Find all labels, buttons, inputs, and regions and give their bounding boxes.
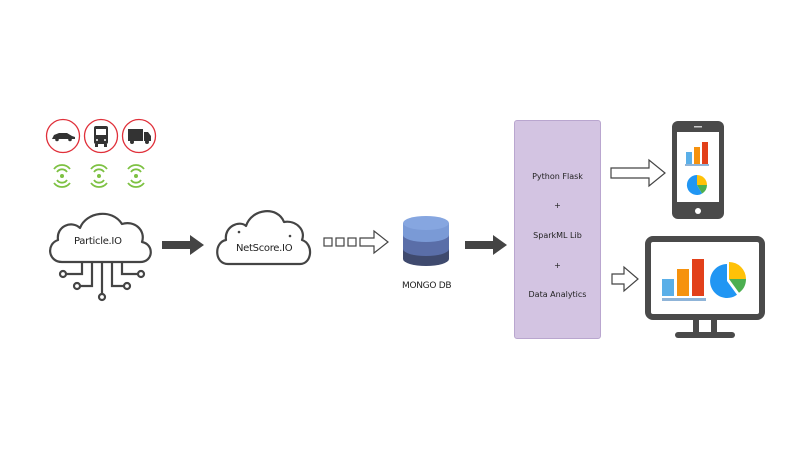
data-stream-arrow-icon xyxy=(323,229,389,255)
outline-arrow-icon xyxy=(611,265,639,293)
particle-label: Particle.IO xyxy=(74,236,122,247)
bar xyxy=(677,269,689,296)
backend-box: Python Flask + SparkML Lib + Data Analyt… xyxy=(514,120,601,339)
database-icon xyxy=(403,216,449,266)
backend-line-analytics: Data Analytics xyxy=(528,290,587,299)
particle-cloud-icon xyxy=(49,212,152,302)
bar xyxy=(692,259,704,296)
backend-plus: + xyxy=(554,261,561,270)
bar xyxy=(662,279,674,296)
vehicles-row xyxy=(45,118,157,154)
signal-row xyxy=(53,164,145,188)
car-icon xyxy=(52,133,75,139)
bus-icon xyxy=(94,126,108,147)
bar xyxy=(686,152,692,164)
bar xyxy=(702,142,708,164)
backend-line-flask: Python Flask xyxy=(532,172,583,181)
mongo-label: MONGO DB xyxy=(402,281,452,291)
car-badge xyxy=(45,118,81,154)
netscore-cloud-icon xyxy=(216,210,312,266)
outline-arrow-icon xyxy=(610,158,666,188)
truck-badge xyxy=(121,118,157,154)
bus-badge xyxy=(83,118,119,154)
wireless-signal-icon xyxy=(90,164,108,188)
truck-icon xyxy=(128,129,151,144)
wireless-signal-icon xyxy=(127,164,145,188)
backend-line-sparkml: SparkML Lib xyxy=(533,231,582,240)
smartphone-icon xyxy=(672,121,724,219)
pie-chart-icon xyxy=(686,174,707,195)
netscore-label: NetScore.IO xyxy=(236,243,293,254)
backend-plus: + xyxy=(554,201,561,210)
monitor-icon xyxy=(645,236,765,338)
arrow-right-icon xyxy=(162,235,204,255)
bar xyxy=(694,147,700,164)
pie-chart-icon xyxy=(710,262,747,298)
arrow-right-icon xyxy=(465,235,507,255)
wireless-signal-icon xyxy=(53,164,71,188)
